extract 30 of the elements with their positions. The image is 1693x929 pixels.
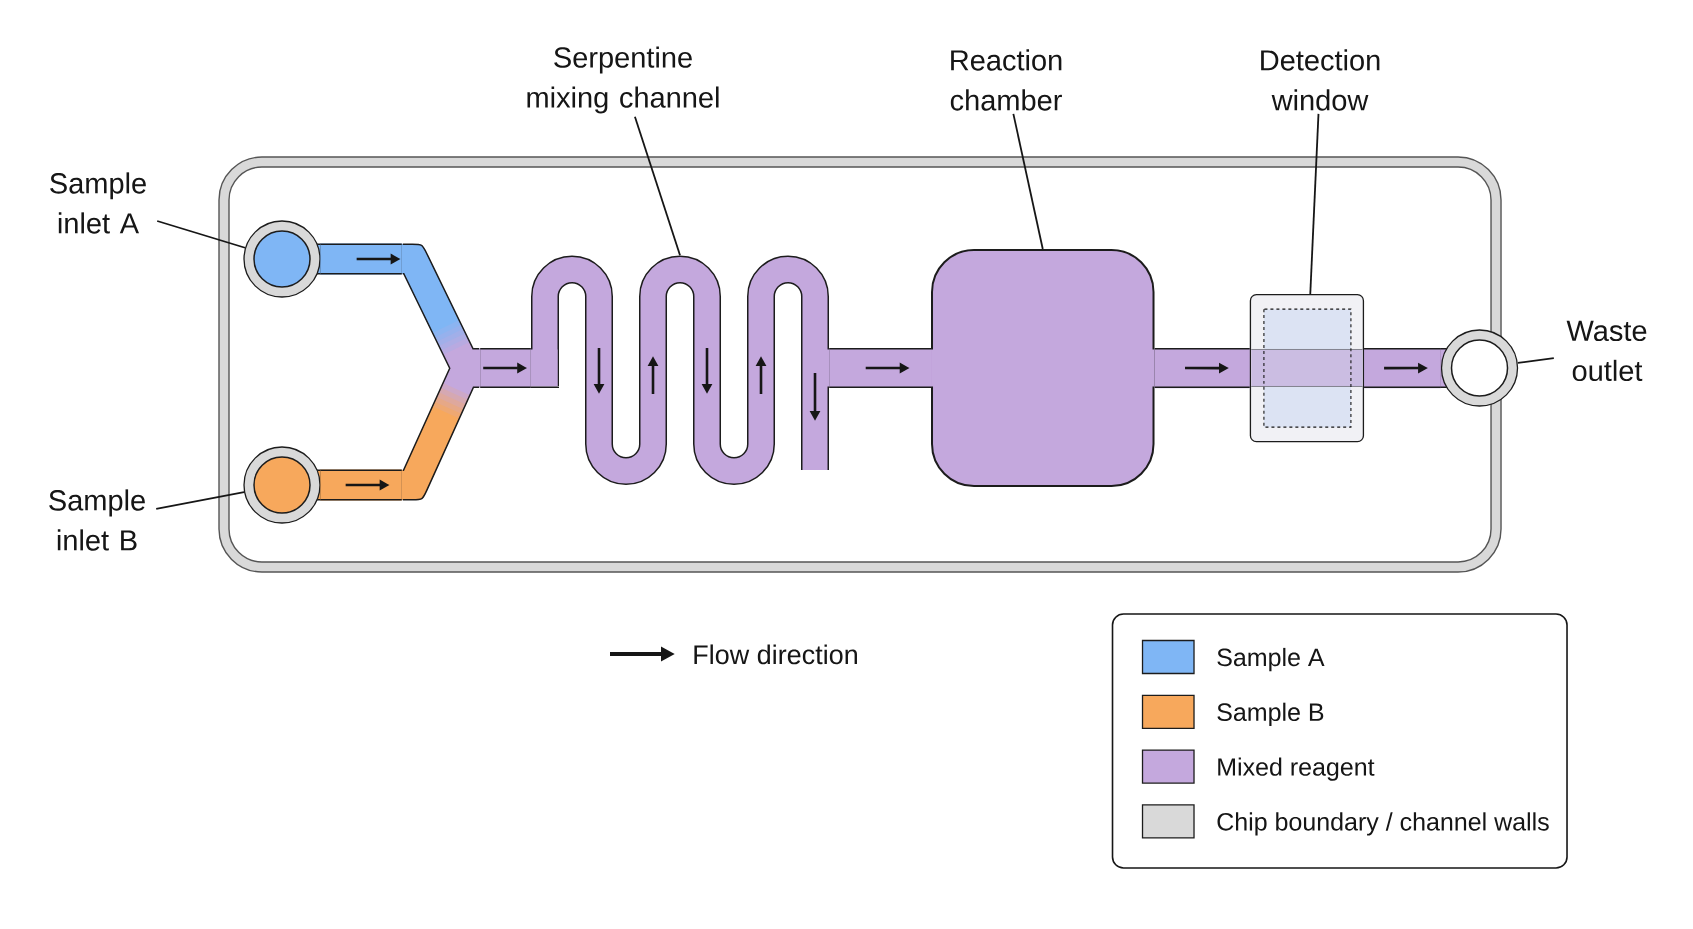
leader-line	[1309, 112, 1320, 295]
reaction-chamber	[930, 249, 1156, 487]
legend-label: Chip boundary / channel walls	[1217, 812, 1549, 836]
part-label: Reaction chamber	[950, 49, 1062, 111]
channel-junction	[402, 243, 480, 501]
microchannel	[320, 469, 402, 501]
inlet-port	[243, 446, 321, 524]
leader-line	[155, 491, 245, 510]
microchannel	[480, 347, 531, 389]
microchannel	[1364, 347, 1441, 389]
microchannel	[320, 243, 402, 275]
leader-line	[156, 220, 246, 249]
serpentine-channel	[531, 255, 830, 485]
outlet-port	[1440, 329, 1519, 407]
detection-window	[1249, 294, 1365, 443]
leader-line	[1012, 112, 1044, 250]
microchannel	[1154, 347, 1250, 389]
part-label: Waste outlet	[1566, 320, 1647, 382]
legend-label: Mixed reagent	[1218, 757, 1375, 781]
microchannel	[829, 347, 931, 389]
legend-label: Sample B	[1217, 702, 1324, 726]
part-label: Detection window	[1261, 49, 1380, 111]
part-label: Serpentine mixing channel	[527, 46, 719, 114]
legend-label: Sample A	[1217, 647, 1325, 672]
leader-line	[634, 115, 681, 257]
legend-label: Flow direction	[694, 644, 857, 665]
part-label: Sample inlet A	[50, 172, 146, 234]
part-label: Sample inlet B	[49, 489, 145, 551]
inlet-port	[243, 220, 321, 298]
leader-line	[1516, 357, 1555, 364]
